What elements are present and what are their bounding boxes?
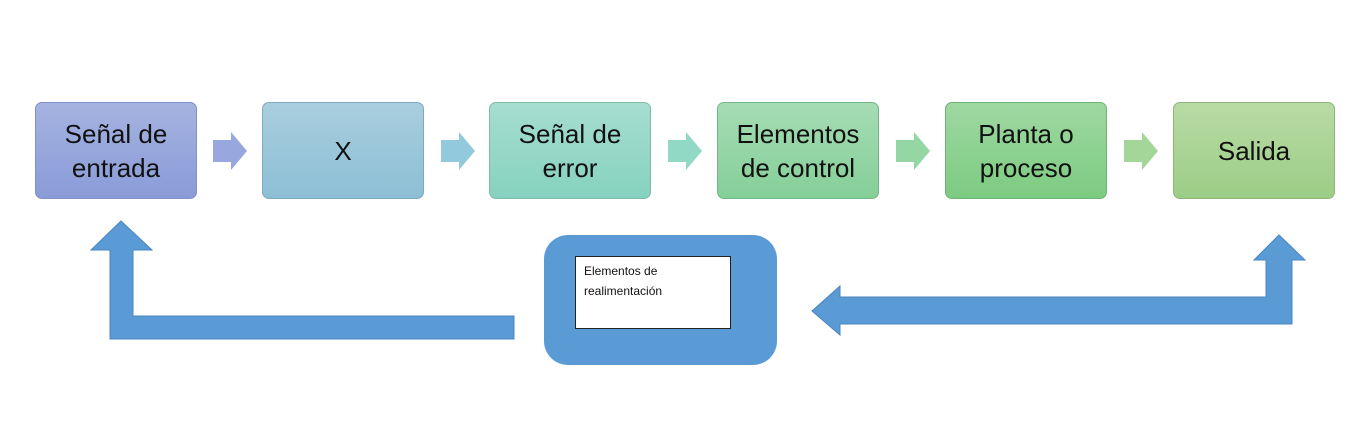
block-senal-de-error: Señal de error <box>489 102 651 199</box>
block-label: Elementos de control <box>736 118 860 183</box>
block-planta-o-proceso: Planta o proceso <box>945 102 1107 199</box>
forward-arrow-5 <box>1124 132 1158 170</box>
block-label: Salida <box>1217 135 1291 166</box>
feedback-arrow-left <box>89 220 515 340</box>
block-x: X <box>262 102 424 199</box>
block-label: Planta o proceso <box>978 118 1074 183</box>
block-elementos-de-control: Elementos de control <box>717 102 879 199</box>
block-salida: Salida <box>1173 102 1335 199</box>
forward-arrow-3 <box>668 132 702 170</box>
feedback-label: Elementos de realimentación <box>575 256 731 329</box>
feedback-arrow-right <box>811 234 1307 337</box>
forward-arrow-2 <box>441 132 475 170</box>
block-label: Señal de error <box>518 118 622 183</box>
block-label: X <box>334 135 352 166</box>
forward-arrow-4 <box>896 132 930 170</box>
block-label: Señal de entrada <box>64 118 168 183</box>
forward-arrow-1 <box>213 132 247 170</box>
block-senal-de-entrada: Señal de entrada <box>35 102 197 199</box>
